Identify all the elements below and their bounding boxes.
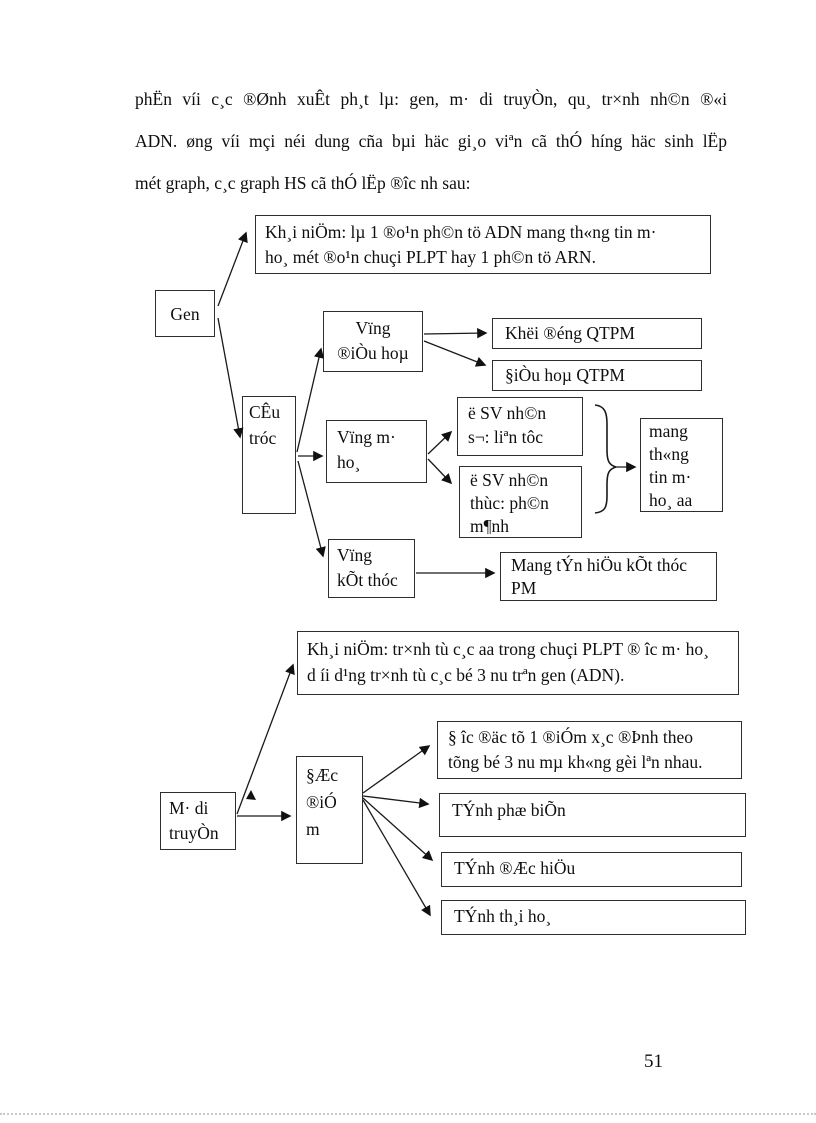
specificity-box: TÝnh ®Æc hiÖu [441, 852, 742, 887]
coding-region-node: Vïng m· ho¸ [326, 420, 427, 483]
universality-box: TÝnh phæ biÕn [439, 793, 746, 837]
gen-concept-box: Kh¸i niÖm: lµ 1 ®o¹n ph©n tö ADN mang th… [255, 215, 711, 274]
genetic-code-concept-box: Kh¸i niÖm: tr×nh tù c¸c aa trong chuçi P… [297, 631, 739, 695]
arrow-features-to-specificity [362, 797, 434, 862]
arrow-code-to-concept [236, 663, 295, 815]
prokaryote-box: ë SV nh©n s¬: liªn tôc [457, 397, 583, 456]
terminator-region-node: Vïng kÕt thóc [328, 539, 415, 598]
structure-node: CÊu tróc [242, 396, 296, 514]
regulatory-region-node: Vïng ®iÒu hoµ [323, 311, 423, 372]
arrow-gen-to-structure [217, 317, 244, 439]
arrow-structure-to-regulatory [296, 347, 325, 453]
codes-amino-info-box: mang th«ng tin m· ho¸ aa [640, 418, 723, 512]
degeneracy-box: TÝnh th¸i ho¸ [441, 900, 746, 935]
page-number: 51 [644, 1051, 663, 1072]
arrow-features-to-rule [362, 745, 431, 794]
intro-paragraph-line-1: phËn víi c¸c ®Ønh xuÊt ph¸t lµ: gen, m· … [135, 89, 727, 109]
gen-node: Gen [155, 290, 215, 337]
stray-arrowhead [246, 790, 256, 800]
arrow-features-to-universality [362, 795, 430, 809]
intro-paragraph-line-2: ADN. øng víi mçi néi dung cña bµi häc gi… [135, 131, 727, 151]
end-signal-box: Mang tÝn hiÖu kÕt thóc PM [500, 552, 717, 601]
arrow-coding-to-prokaryote [427, 430, 453, 455]
arrow-features-to-degeneracy [362, 799, 431, 917]
start-transcription-box: Khëi ®éng QTPM [492, 318, 702, 349]
reading-rule-box: § îc ®äc tõ 1 ®iÓm x¸c ®Þnh theo tõng bé… [437, 721, 742, 779]
intro-paragraph-line-3: mét graph, c¸c graph HS cã thÓ lËp ®îc n… [135, 173, 471, 193]
arrow-regulatory-to-regulate [423, 340, 487, 367]
arrow-gen-to-concept [217, 231, 248, 307]
arrow-regulatory-to-start [423, 327, 488, 339]
footer-dotted-rule [0, 1113, 816, 1115]
features-node: §Æc ®iÓ m [296, 756, 363, 864]
genetic-code-node: M· di truyÒn [160, 792, 236, 850]
eukaryote-box: ë SV nh©n thùc: ph©n m¶nh [459, 466, 582, 538]
arrow-structure-to-terminator [297, 460, 326, 558]
regulate-transcription-box: §iÒu hoµ QTPM [492, 360, 702, 391]
arrow-coding-to-eukaryote [427, 458, 453, 485]
curly-brace [594, 404, 619, 514]
